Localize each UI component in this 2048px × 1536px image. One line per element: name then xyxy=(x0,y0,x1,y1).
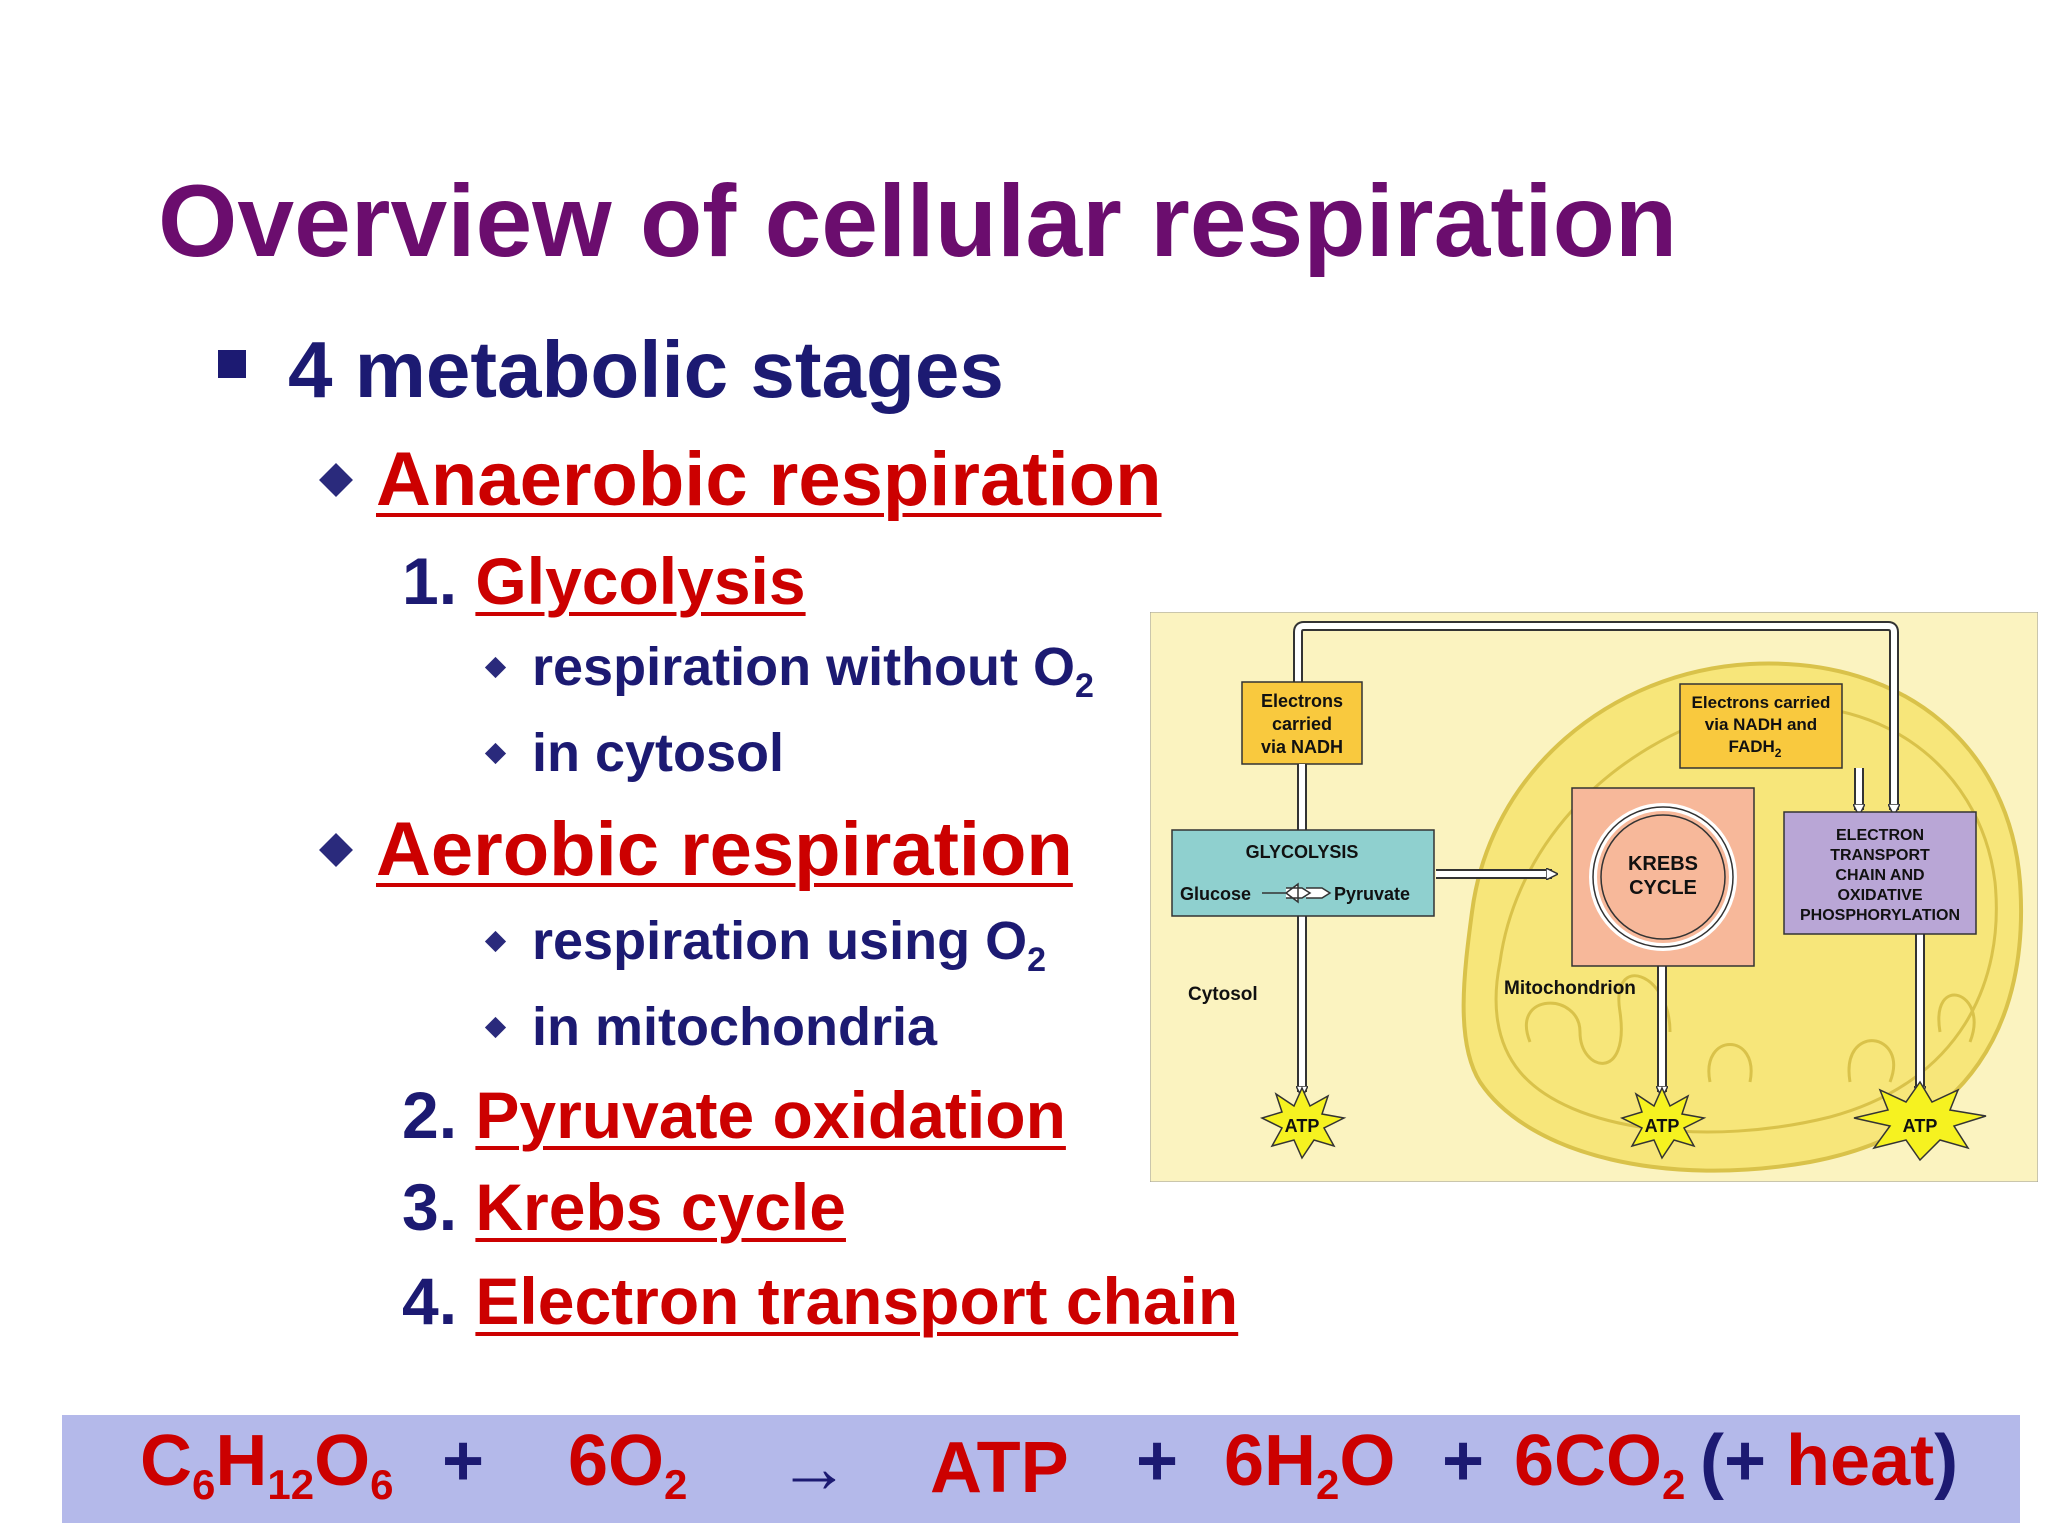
cristae xyxy=(1525,974,1976,1083)
point-in-mitochondria: in mitochondria xyxy=(532,997,937,1057)
point-text: respiration using O xyxy=(532,911,1028,971)
eq-part: + xyxy=(1723,1421,1787,1501)
eq-part: ) xyxy=(1934,1421,1959,1501)
krebs-label: KREBS xyxy=(1628,853,1698,875)
eq-part: O xyxy=(314,1421,371,1501)
small-diamond-bullet-icon xyxy=(484,656,507,679)
cytosol-label: Cytosol xyxy=(1188,984,1258,1005)
glycolysis-arrows-icon xyxy=(1262,882,1332,904)
link-krebs-cycle[interactable]: Krebs cycle xyxy=(475,1170,846,1244)
glycolysis-label: GLYCOLYSIS xyxy=(1246,842,1359,862)
eq-part: H xyxy=(215,1421,268,1501)
atp-star-icon xyxy=(1619,1086,1707,1160)
eq-subscript: 12 xyxy=(267,1461,315,1508)
step-2: 2. Pyruvate oxidation xyxy=(402,1082,1066,1148)
atp-star-icon xyxy=(1853,1080,1987,1162)
cellular-respiration-diagram: Electrons carried via NADH Electrons car… xyxy=(1149,611,2039,1183)
pyruvate-label: Pyruvate xyxy=(1334,884,1410,904)
step-1-number: 1. xyxy=(402,544,458,618)
eq-part: 6CO xyxy=(1514,1421,1663,1501)
diamond-bullet-icon xyxy=(319,463,353,497)
mitochondrion-label: Mitochondrion xyxy=(1504,978,1636,999)
link-anaerobic-respiration[interactable]: Anaerobic respiration xyxy=(376,437,1162,522)
eq-part: 6H xyxy=(1224,1421,1317,1501)
label-text: Electrons carried xyxy=(1692,693,1831,712)
eq-plus: + xyxy=(1136,1421,1179,1501)
etc-label: OXIDATIVE xyxy=(1837,887,1922,904)
small-diamond-bullet-icon xyxy=(484,930,507,953)
fadh-text: FADH xyxy=(1729,737,1775,756)
step-3: 3. Krebs cycle xyxy=(402,1174,846,1240)
square-bullet-icon xyxy=(218,350,246,378)
o2-subscript: 2 xyxy=(1027,940,1046,979)
eq-part: O xyxy=(1339,1421,1396,1501)
label-text: via NADH and xyxy=(1705,715,1817,734)
equation-bar xyxy=(62,1415,2020,1523)
point-in-cytosol: in cytosol xyxy=(532,723,785,783)
bullet-metabolic-stages: 4 metabolic stages xyxy=(288,325,1004,414)
atp-star-icon xyxy=(1259,1086,1347,1160)
point-respiration-using-o2: respiration using O2 xyxy=(532,914,1046,977)
eq-oxygen: 6O2 xyxy=(568,1425,687,1506)
eq-water: 6H2O xyxy=(1224,1425,1395,1506)
fadh-subscript: 2 xyxy=(1775,746,1782,760)
eq-subscript: 2 xyxy=(1662,1461,1686,1508)
krebs-box xyxy=(1571,787,1755,967)
step-1: 1. Glycolysis xyxy=(402,548,806,614)
label-text: via NADH xyxy=(1261,737,1343,757)
etc-box xyxy=(1783,811,1977,935)
inner-membrane xyxy=(1494,704,1998,1134)
step-2-number: 2. xyxy=(402,1078,458,1152)
label-text: Electrons xyxy=(1261,691,1343,711)
etc-label: CHAIN AND xyxy=(1835,867,1924,884)
eq-glucose: C6H12O6 xyxy=(140,1425,393,1506)
eq-part: 6O xyxy=(568,1421,665,1501)
eq-plus: + xyxy=(442,1421,485,1501)
diamond-bullet-icon xyxy=(319,833,353,867)
eq-part: C xyxy=(140,1421,192,1501)
eq-subscript: 2 xyxy=(1316,1461,1340,1508)
atp-label: ATP xyxy=(1645,1116,1680,1136)
eq-plus: + xyxy=(1442,1421,1485,1501)
etc-label: TRANSPORT xyxy=(1830,847,1930,864)
fadh-label: FADH2 xyxy=(1729,737,1782,760)
slide-title: Overview of cellular respiration xyxy=(158,164,1678,278)
step-4: 4. Electron transport chain xyxy=(402,1268,1238,1334)
eq-part: heat xyxy=(1786,1421,1935,1501)
step-3-number: 3. xyxy=(402,1170,458,1244)
point-text: respiration without O xyxy=(532,637,1076,697)
eq-heat: (+ heat) xyxy=(1700,1425,1958,1497)
link-aerobic-respiration[interactable]: Aerobic respiration xyxy=(376,807,1073,892)
atp-label: ATP xyxy=(1903,1116,1938,1136)
eq-part: ( xyxy=(1700,1421,1724,1501)
point-respiration-without-o2: respiration without O2 xyxy=(532,640,1094,703)
link-electron-transport-chain[interactable]: Electron transport chain xyxy=(475,1264,1239,1338)
small-diamond-bullet-icon xyxy=(484,1016,507,1039)
label-electrons-nadh xyxy=(1241,681,1363,765)
link-glycolysis[interactable]: Glycolysis xyxy=(475,544,806,618)
eq-subscript: 6 xyxy=(370,1461,394,1508)
glycolysis-box xyxy=(1171,829,1435,917)
step-4-number: 4. xyxy=(402,1264,458,1338)
eq-co2: 6CO2 xyxy=(1514,1425,1685,1506)
link-pyruvate-oxidation[interactable]: Pyruvate oxidation xyxy=(475,1078,1066,1152)
krebs-label: CYCLE xyxy=(1629,877,1697,899)
diagram-svg: Electrons carried via NADH Electrons car… xyxy=(1149,611,2039,1183)
eq-atp: ATP xyxy=(930,1428,1069,1508)
small-diamond-bullet-icon xyxy=(484,742,507,765)
label-electrons-nadh-fadh xyxy=(1679,683,1843,769)
glucose-label: Glucose xyxy=(1180,884,1251,904)
eq-arrow: → xyxy=(778,1428,850,1508)
etc-label: ELECTRON xyxy=(1836,827,1924,844)
o2-subscript: 2 xyxy=(1075,666,1094,705)
etc-label: PHOSPHORYLATION xyxy=(1800,907,1960,924)
atp-label: ATP xyxy=(1285,1116,1320,1136)
eq-subscript: 2 xyxy=(664,1461,688,1508)
eq-subscript: 6 xyxy=(192,1461,216,1508)
label-text: carried xyxy=(1272,714,1332,734)
